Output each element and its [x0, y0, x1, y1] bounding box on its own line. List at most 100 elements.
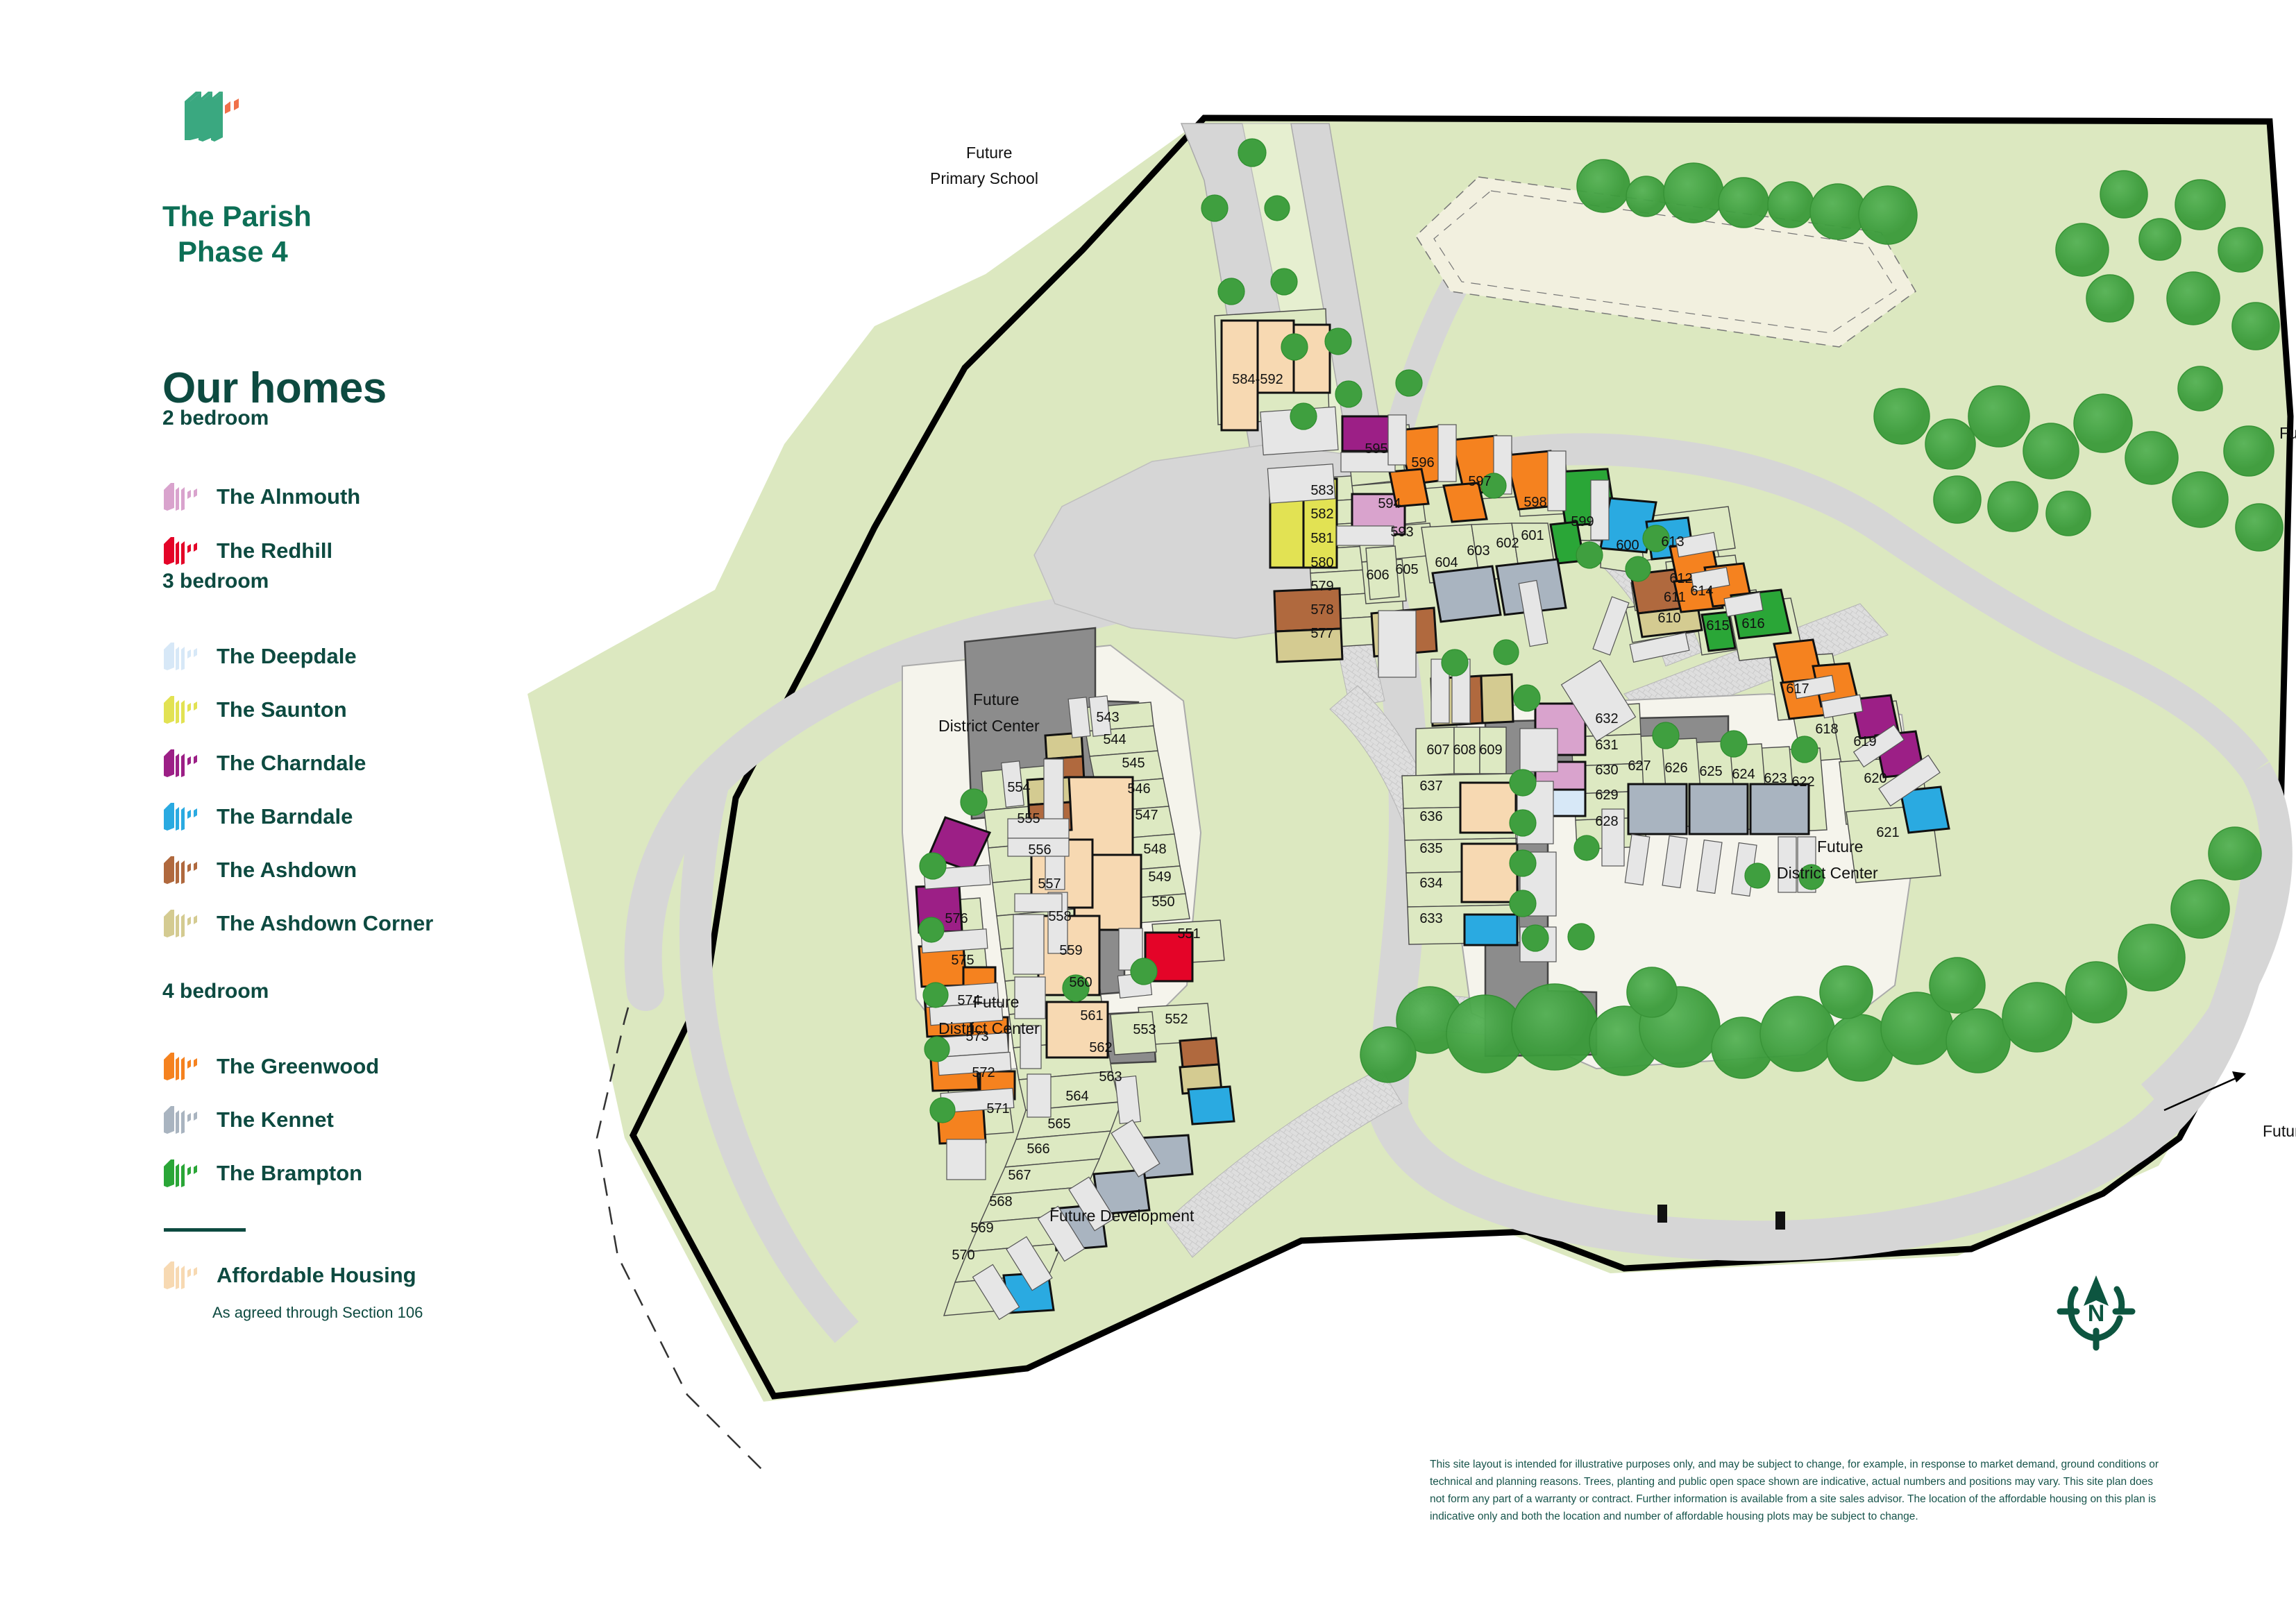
plot-number-624[interactable]: 624 — [1732, 767, 1755, 782]
legend-item-brampton[interactable]: The Brampton — [162, 1155, 362, 1191]
plot-number-566[interactable]: 566 — [1027, 1141, 1049, 1157]
plot-number-557[interactable]: 557 — [1038, 876, 1061, 892]
legend-item-greenwood[interactable]: The Greenwood — [162, 1048, 379, 1085]
plot-number-601[interactable]: 601 — [1521, 528, 1544, 543]
plot-number-549[interactable]: 549 — [1148, 869, 1171, 885]
plot-number-614[interactable]: 614 — [1690, 584, 1713, 599]
plot-number-620[interactable]: 620 — [1864, 771, 1886, 786]
plot-number-599[interactable]: 599 — [1571, 514, 1594, 529]
legend-item-kennet[interactable]: The Kennet — [162, 1102, 334, 1138]
plot-number-567[interactable]: 567 — [1008, 1168, 1031, 1183]
plot-number-628[interactable]: 628 — [1595, 814, 1618, 829]
plot-number-548[interactable]: 548 — [1143, 842, 1166, 857]
legend-item-barndale[interactable]: The Barndale — [162, 799, 353, 835]
plot-number-572[interactable]: 572 — [972, 1065, 995, 1080]
plot-number-563[interactable]: 563 — [1099, 1069, 1122, 1085]
plot-number-610[interactable]: 610 — [1657, 611, 1680, 626]
plot-number-556[interactable]: 556 — [1028, 842, 1051, 858]
plot-number-574[interactable]: 574 — [957, 993, 980, 1008]
plot-number-603[interactable]: 603 — [1467, 543, 1489, 559]
plot-number-629[interactable]: 629 — [1595, 788, 1618, 803]
legend-item-saunton[interactable]: The Saunton — [162, 692, 347, 728]
legend-item-charndale[interactable]: The Charndale — [162, 745, 366, 781]
plot-number-596[interactable]: 596 — [1411, 455, 1434, 470]
plot-number-593[interactable]: 593 — [1390, 525, 1413, 540]
plot-number-625[interactable]: 625 — [1699, 764, 1722, 779]
plot-number-609[interactable]: 609 — [1479, 742, 1502, 758]
plot-number-564[interactable]: 564 — [1065, 1089, 1088, 1104]
plot-number-598[interactable]: 598 — [1523, 495, 1546, 510]
plot-number-616[interactable]: 616 — [1741, 616, 1764, 631]
plot-number-565[interactable]: 565 — [1047, 1116, 1070, 1132]
plot-number-553[interactable]: 553 — [1133, 1022, 1156, 1037]
plot-number-576[interactable]: 576 — [945, 911, 968, 926]
plot-number-631[interactable]: 631 — [1595, 738, 1618, 753]
plot-number-606[interactable]: 606 — [1366, 568, 1389, 583]
plot-number-619[interactable]: 619 — [1853, 734, 1876, 749]
plot-number-546[interactable]: 546 — [1127, 781, 1150, 797]
plot-number-580[interactable]: 580 — [1310, 555, 1333, 570]
plot-number-568[interactable]: 568 — [989, 1194, 1012, 1209]
plot-number-543[interactable]: 543 — [1096, 710, 1119, 725]
plot-number-579[interactable]: 579 — [1310, 579, 1333, 594]
plot-number-627[interactable]: 627 — [1628, 758, 1651, 774]
plot-number-550[interactable]: 550 — [1151, 894, 1174, 910]
plot-number-597[interactable]: 597 — [1468, 474, 1491, 489]
legend-item-redhill[interactable]: The Redhill — [162, 533, 332, 569]
plot-number-617[interactable]: 617 — [1786, 681, 1809, 697]
legend-item-affordable-housing[interactable]: Affordable Housing — [162, 1257, 416, 1293]
plot-number-607[interactable]: 607 — [1426, 742, 1449, 758]
plot-number-561[interactable]: 561 — [1080, 1008, 1103, 1023]
legend-item-deepdale[interactable]: The Deepdale — [162, 638, 357, 674]
plot-number-602[interactable]: 602 — [1496, 536, 1519, 551]
legend-item-ashdown[interactable]: The Ashdown — [162, 852, 357, 888]
plot-number-559[interactable]: 559 — [1059, 943, 1082, 958]
plot-number-562[interactable]: 562 — [1089, 1040, 1112, 1055]
plot-number-581[interactable]: 581 — [1310, 531, 1333, 546]
plot-number-571[interactable]: 571 — [986, 1101, 1009, 1116]
plot-number-623[interactable]: 623 — [1764, 771, 1787, 786]
legend-item-ashdown-corner[interactable]: The Ashdown Corner — [162, 906, 433, 942]
plot-number-569[interactable]: 569 — [970, 1221, 993, 1236]
legend-item-alnmouth[interactable]: The Alnmouth — [162, 479, 360, 515]
plot-number-594[interactable]: 594 — [1378, 496, 1401, 511]
plot-number-636[interactable]: 636 — [1419, 809, 1442, 824]
plot-number-570[interactable]: 570 — [952, 1248, 974, 1263]
plot-number-544[interactable]: 544 — [1103, 732, 1126, 747]
plot-number-578[interactable]: 578 — [1310, 602, 1333, 618]
plot-number-611[interactable]: 611 — [1664, 590, 1686, 605]
plot-number-622[interactable]: 622 — [1791, 774, 1814, 790]
plot-number-545[interactable]: 545 — [1122, 756, 1145, 771]
plot-number-583[interactable]: 583 — [1310, 483, 1333, 498]
plot-number-637[interactable]: 637 — [1419, 779, 1442, 794]
plot-number-633[interactable]: 633 — [1419, 911, 1442, 926]
plot-number-551[interactable]: 551 — [1177, 926, 1200, 942]
plot-number-595[interactable]: 595 — [1365, 441, 1387, 457]
plot-number-634[interactable]: 634 — [1419, 876, 1442, 891]
plot-number-604[interactable]: 604 — [1435, 555, 1458, 570]
plot-number-630[interactable]: 630 — [1595, 763, 1618, 778]
plot-number-573[interactable]: 573 — [965, 1029, 988, 1044]
plot-number-555[interactable]: 555 — [1017, 811, 1040, 826]
plot-number-613[interactable]: 613 — [1661, 534, 1684, 550]
plot-number-582[interactable]: 582 — [1310, 507, 1333, 522]
plot-number-584-592[interactable]: 584-592 — [1232, 372, 1283, 387]
plot-number-552[interactable]: 552 — [1165, 1012, 1188, 1027]
plot-number-626[interactable]: 626 — [1664, 760, 1687, 776]
plot-number-615[interactable]: 615 — [1706, 618, 1729, 634]
plot-number-547[interactable]: 547 — [1135, 808, 1158, 823]
plot-number-554[interactable]: 554 — [1007, 780, 1030, 795]
plot-number-600[interactable]: 600 — [1616, 538, 1639, 553]
plot-number-575[interactable]: 575 — [951, 953, 974, 968]
plot-number-635[interactable]: 635 — [1419, 841, 1442, 856]
plot-number-621[interactable]: 621 — [1876, 825, 1899, 840]
plot-number-605[interactable]: 605 — [1395, 562, 1418, 577]
plot-number-558[interactable]: 558 — [1048, 909, 1071, 924]
plot-number-608[interactable]: 608 — [1453, 742, 1476, 758]
plot-number-618[interactable]: 618 — [1815, 722, 1838, 737]
plot-number-612[interactable]: 612 — [1669, 571, 1692, 586]
plot-number-632[interactable]: 632 — [1595, 711, 1618, 726]
plot-number-560[interactable]: 560 — [1069, 975, 1092, 990]
plot-number-577[interactable]: 577 — [1310, 626, 1333, 641]
